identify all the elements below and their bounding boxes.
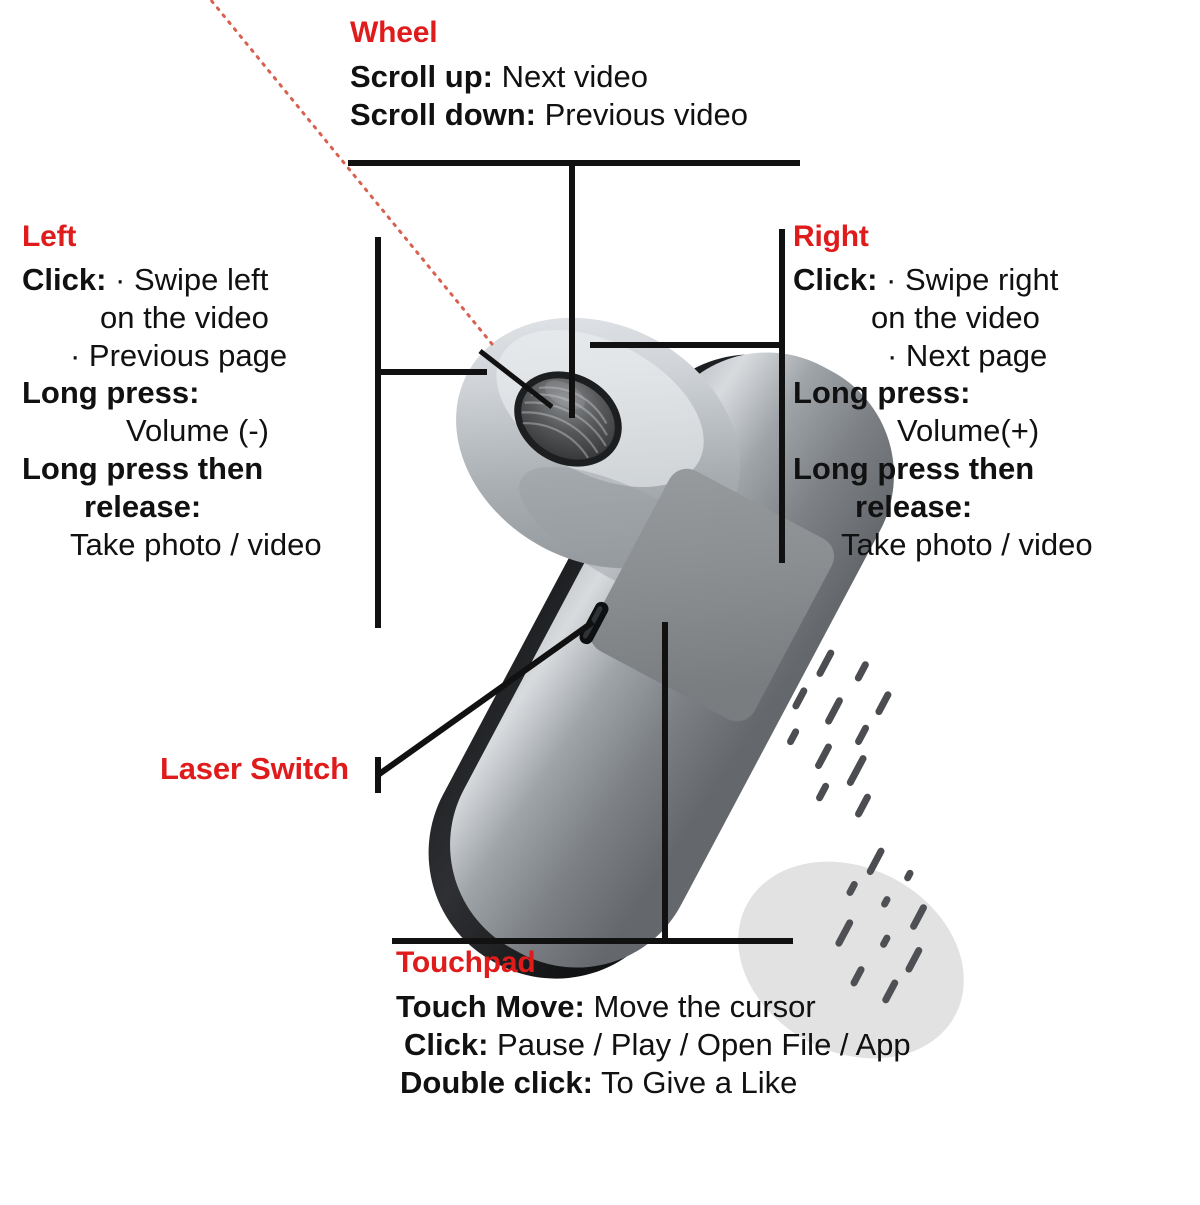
speaker-grille-lower (835, 847, 927, 1004)
left-row-0-value: · Swipe left (106, 262, 269, 297)
touchpad-row-2-value: To Give a Like (592, 1064, 798, 1100)
left-title: Left (22, 220, 77, 253)
touchpad-row-1-value: Pause / Play / Open File / App (488, 1026, 911, 1062)
left-row-5: Long press then (22, 450, 322, 488)
right-row-0: Click: · Swipe right (793, 261, 1093, 299)
device-bottom-shade (738, 861, 964, 1059)
left-row-0: Click: · Swipe left (22, 261, 322, 299)
touchpad-row-0-label: Touch Move: (396, 989, 585, 1024)
right-row-0-value: · Swipe right (877, 262, 1059, 297)
speaker-grille-upper (787, 649, 892, 818)
left-row-5-label: Long press then (22, 451, 264, 487)
right-row-1-value: on the video (871, 299, 1040, 335)
laser-switch-title: Laser Switch (160, 751, 349, 786)
right-row-5-label: Long press then (793, 451, 1035, 487)
touchpad-row-1-label: Click: (404, 1026, 489, 1062)
touchpad-row-0-value: Move the cursor (584, 989, 816, 1024)
left-row-6: release: (22, 488, 322, 526)
right-row-1: on the video (793, 299, 1093, 337)
right-row-7: Take photo / video (793, 526, 1093, 564)
left-row-6-label: release: (84, 488, 202, 524)
wheel-row-0-value: Next video (492, 59, 649, 94)
wheel-row-0: Scroll up: Next video (350, 58, 748, 96)
touchpad-row-2: Double click: To Give a Like (400, 1064, 911, 1102)
left-row-1-value: on the video (100, 299, 269, 335)
touchpad-row-1: Click: Pause / Play / Open File / App (404, 1026, 911, 1064)
right-row-2-value: · Next page (887, 337, 1048, 373)
callout-touchpad: Touchpad Touch Move: Move the cursor Cli… (396, 948, 911, 1101)
right-row-3: Long press: (793, 374, 1093, 412)
left-row-4-value: Volume (-) (126, 413, 269, 449)
left-row-3: Long press: (22, 374, 322, 412)
wheel-row-1: Scroll down: Previous video (350, 96, 748, 134)
right-row-5: Long press then (793, 450, 1093, 488)
touchpad-surface[interactable] (583, 462, 841, 729)
touchpad-title: Touchpad (396, 946, 536, 979)
callout-left: Left Click: · Swipe left on the video · … (22, 222, 322, 564)
right-row-2: · Next page (793, 337, 1093, 375)
right-row-3-label: Long press: (793, 375, 971, 411)
touchpad-row-2-label: Double click: (400, 1064, 593, 1100)
wheel-row-1-value: Previous video (536, 96, 748, 132)
right-row-6: release: (793, 488, 1093, 526)
left-row-7-value: Take photo / video (70, 526, 322, 562)
right-row-6-label: release: (855, 488, 973, 524)
left-row-2-value: · Previous page (70, 337, 288, 373)
wheel-row-0-label: Scroll up: (350, 59, 493, 94)
right-row-0-label: Click: (793, 262, 878, 297)
left-row-1: on the video (22, 299, 322, 337)
right-row-7-value: Take photo / video (841, 526, 1093, 562)
wheel-row-1-label: Scroll down: (350, 96, 536, 132)
callout-wheel: Wheel Scroll up: Next video Scroll down:… (350, 18, 748, 134)
left-row-2: · Previous page (22, 337, 322, 375)
callout-laser-switch: Laser Switch (160, 753, 349, 784)
right-row-4-value: Volume(+) (897, 413, 1040, 449)
left-row-0-label: Click: (22, 262, 107, 297)
touchpad-row-0: Touch Move: Move the cursor (396, 988, 911, 1026)
left-row-4: Volume (-) (22, 412, 322, 450)
callout-right: Right Click: · Swipe right on the video … (793, 222, 1093, 564)
left-row-3-label: Long press: (22, 375, 200, 411)
right-title: Right (793, 220, 869, 253)
left-row-7: Take photo / video (22, 526, 322, 564)
wheel-title: Wheel (350, 16, 438, 49)
right-row-4: Volume(+) (793, 412, 1093, 450)
